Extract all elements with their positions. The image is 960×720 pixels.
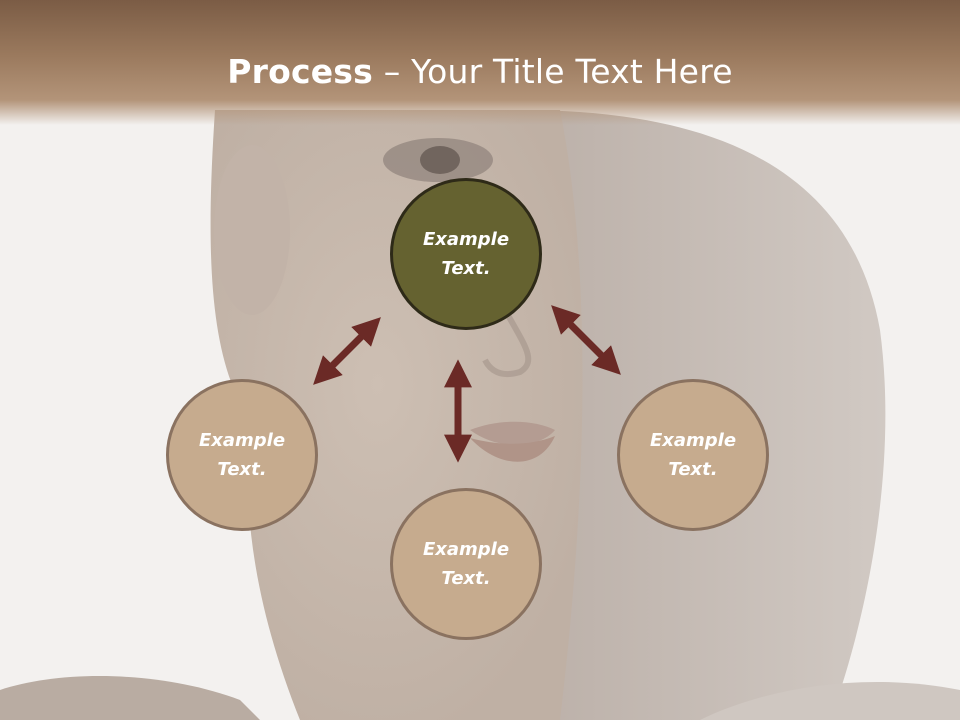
- arrow-top-left: [313, 317, 381, 385]
- process-node-bottom[interactable]: Example Text.: [390, 488, 542, 640]
- title-bold: Process: [227, 52, 373, 91]
- process-node-top[interactable]: Example Text.: [390, 178, 542, 330]
- process-node-right-label: Example Text.: [649, 430, 737, 480]
- process-node-right[interactable]: Example Text.: [617, 379, 769, 531]
- process-node-left-label: Example Text.: [198, 430, 286, 480]
- page-title: Process – Your Title Text Here: [0, 52, 960, 91]
- arrow-top-right: [551, 305, 621, 375]
- header-band: [0, 0, 960, 125]
- title-rest: Your Title Text Here: [411, 52, 733, 91]
- process-node-bottom-label: Example Text.: [422, 539, 510, 589]
- process-node-top-label: Example Text.: [422, 229, 510, 279]
- process-node-left[interactable]: Example Text.: [166, 379, 318, 531]
- title-separator: –: [373, 52, 412, 91]
